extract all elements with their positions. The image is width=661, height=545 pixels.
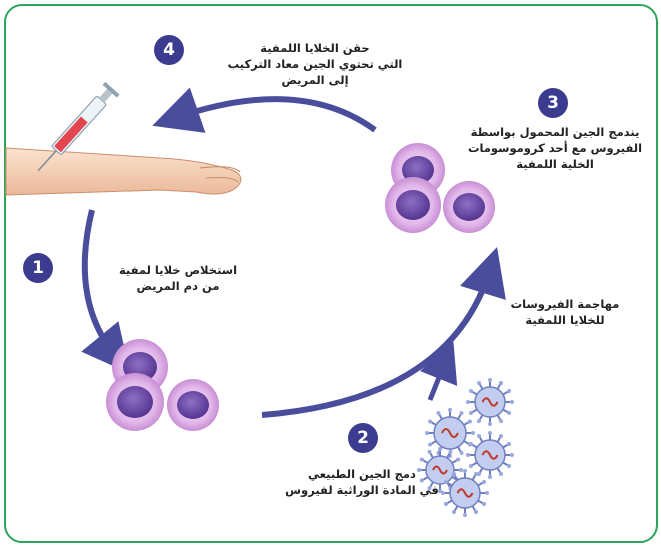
step-1-line-1: استخلاص خلايا لمفية: [88, 262, 268, 278]
step-3-badge: 3: [538, 88, 568, 118]
virus-attack-line-2: للخلايا اللمفية: [490, 312, 640, 328]
step-3-line-1: يندمج الجين المحمول بواسطة: [465, 124, 645, 140]
step-2-line-2: في المادة الوراثية لفيروس: [262, 482, 462, 498]
virus-attack-label: مهاجمة الفيروسات للخلايا اللمفية: [490, 296, 640, 328]
lymphocyte-cluster-extracted: [106, 339, 219, 431]
step-1-badge: 1: [23, 253, 53, 283]
step-3-line-2: الفيروس مع أحد كروموسومات: [465, 140, 645, 156]
step-2-badge: 2: [348, 423, 378, 453]
step-3-line-3: الخلية اللمفية: [465, 156, 645, 172]
patient-arm-illustration: [6, 148, 241, 195]
virus-particle: [466, 378, 514, 426]
arrow-cells-to-step3: [262, 270, 490, 415]
step-4-line-1: حقن الخلايا اللمفية: [200, 40, 430, 56]
step-4-badge: 4: [154, 35, 184, 65]
step-1-label: استخلاص خلايا لمفية من دم المريض: [88, 262, 268, 294]
step-2-label: دمج الجين الطبيعي في المادة الوراثية لفي…: [262, 466, 462, 498]
step-4-label: حقن الخلايا اللمفية التي تحتوي الجين معا…: [200, 40, 430, 88]
virus-attack-line-1: مهاجمة الفيروسات: [490, 296, 640, 312]
step-1-line-2: من دم المريض: [88, 278, 268, 294]
arrow-step4-to-patient: [175, 99, 375, 130]
virus-particle: [466, 431, 514, 479]
step-4-line-3: إلى المريض: [200, 72, 430, 88]
step-4-line-2: التي تحتوي الجين معاد التركيب: [200, 56, 430, 72]
step-2-line-1: دمج الجين الطبيعي: [262, 466, 462, 482]
step-3-label: يندمج الجين المحمول بواسطة الفيروس مع أح…: [465, 124, 645, 172]
arrow-virus-to-cells: [430, 360, 446, 400]
